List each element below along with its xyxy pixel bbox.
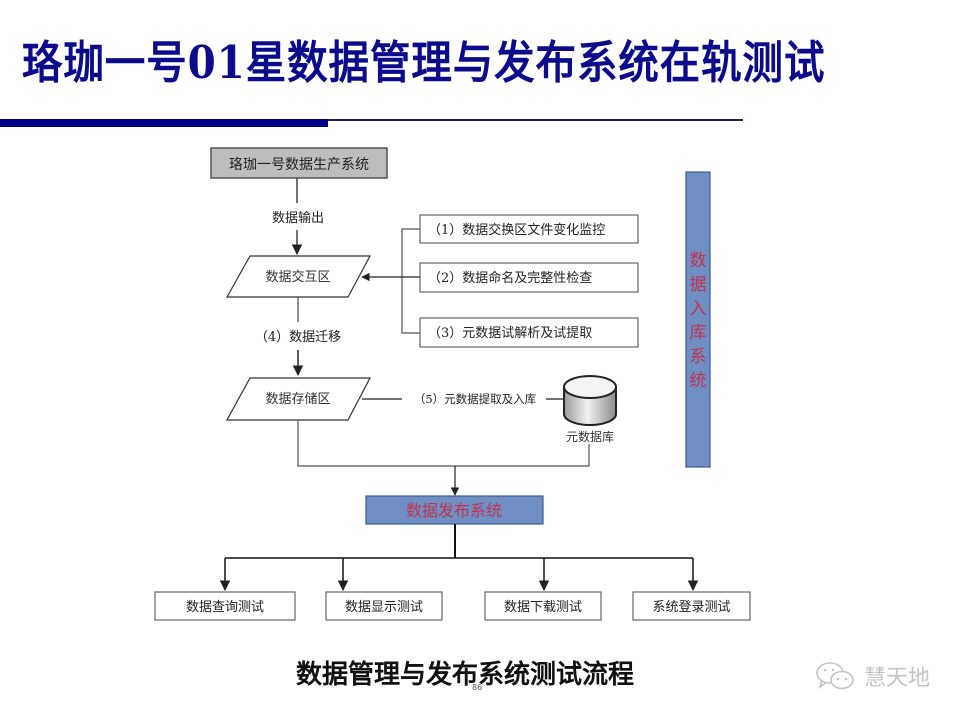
test-label: 数据下载测试	[504, 600, 582, 615]
edge-metadata-label: （5）元数据提取及入库	[414, 392, 536, 406]
test-node: 数据下载测试	[484, 591, 602, 621]
source-system-label: 珞珈一号数据生产系统	[229, 157, 369, 173]
test-box	[484, 591, 602, 621]
source-system-node: 珞珈一号数据生产系统	[210, 147, 388, 179]
slide-title: 珞珈一号01星数据管理与发布系统在轨测试	[22, 36, 826, 89]
wechat-icon	[816, 662, 854, 690]
check-node-2: （2）数据命名及完整性检查	[419, 262, 639, 293]
checks-bracket	[401, 228, 420, 334]
test-node: 系统登录测试	[632, 591, 751, 621]
edge-output-label: 数据输出	[272, 210, 324, 226]
test-box	[632, 591, 751, 621]
title-accent-bar	[0, 119, 328, 127]
exchange-zone-label: 数据交互区	[265, 269, 330, 285]
check-label-2: （2）数据命名及完整性检查	[428, 270, 592, 286]
check-label-1: （1）数据交换区文件变化监控	[428, 222, 605, 238]
storage-zone-label: 数据存储区	[265, 392, 330, 407]
ingest-system-char: 统	[690, 371, 707, 391]
ingest-system-char: 入	[690, 299, 707, 319]
database-icon	[563, 375, 617, 426]
exchange-zone-node: 数据交互区	[225, 255, 372, 298]
watermark-text: 慧天地	[864, 666, 931, 691]
storage-zone-node: 数据存储区	[225, 377, 371, 421]
merge-line	[297, 420, 590, 467]
test-node: 数据查询测试	[154, 591, 296, 621]
publish-system-label: 数据发布系统	[406, 501, 502, 520]
check-node-1: （1）数据交换区文件变化监控	[419, 214, 639, 244]
tests-group: 数据查询测试 数据显示测试 数据下载测试 系统登录测试	[154, 558, 751, 621]
diagram-caption: 数据管理与发布系统测试流程	[296, 660, 635, 690]
ingest-system-char: 数	[690, 251, 707, 271]
test-label: 数据显示测试	[345, 600, 423, 615]
title-underline	[328, 119, 743, 121]
check-label-3: （3）元数据试解析及试提取	[428, 325, 592, 341]
ingest-system-char: 系	[690, 347, 707, 367]
test-box	[325, 591, 443, 621]
page-number: 86	[472, 683, 483, 692]
test-label: 数据查询测试	[186, 600, 264, 615]
publish-system-node: 数据发布系统	[365, 495, 544, 525]
edge-migration-label: （4）数据迁移	[255, 330, 341, 345]
watermark: 慧天地	[814, 659, 930, 693]
ingest-system-char: 据	[690, 275, 707, 295]
test-box	[154, 591, 296, 621]
ingest-system-char: 库	[690, 323, 707, 343]
test-label: 系统登录测试	[652, 600, 730, 615]
metadata-db-label: 元数据库	[566, 429, 614, 444]
test-node: 数据显示测试	[325, 591, 443, 621]
check-node-3: （3）元数据试解析及试提取	[419, 317, 639, 348]
